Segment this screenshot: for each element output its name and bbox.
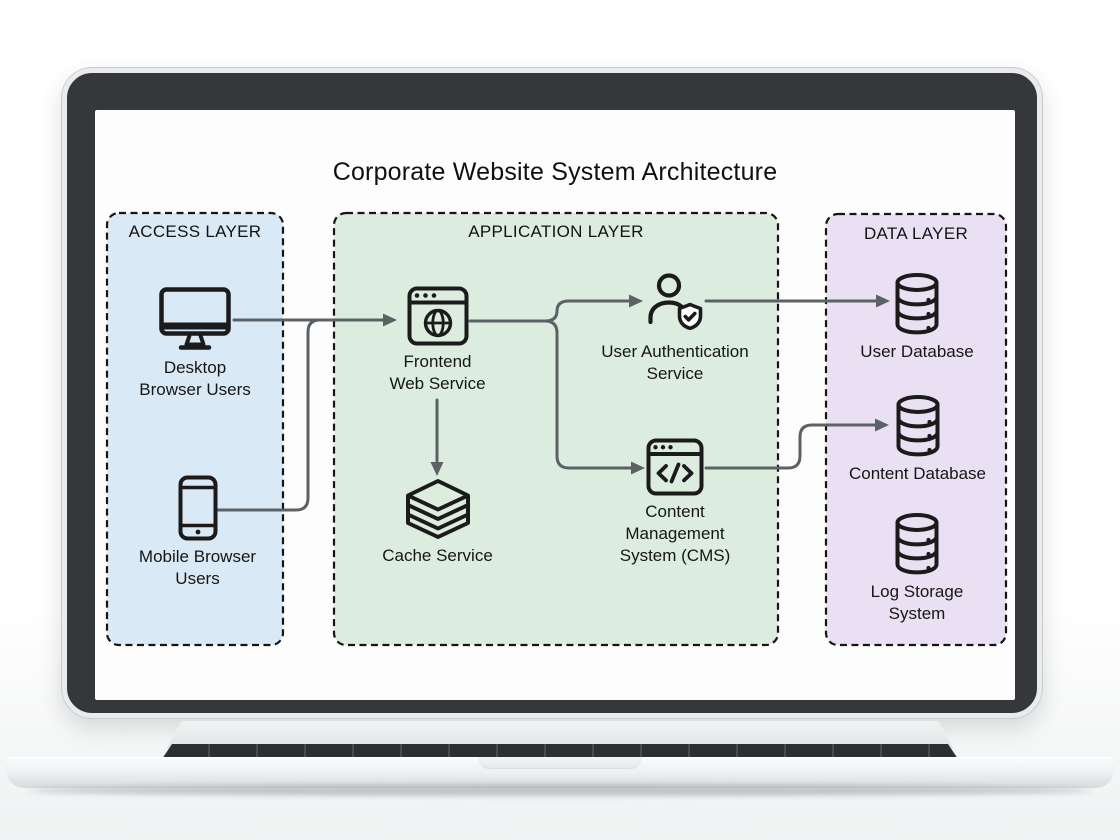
desktop-monitor-icon <box>159 287 231 350</box>
database-icon <box>895 513 939 575</box>
data-layer-panel <box>824 212 1008 647</box>
node-label: Log Storage System <box>870 582 964 623</box>
edges <box>216 299 878 512</box>
arrowhead <box>631 461 645 475</box>
node-label: Content Database <box>848 464 987 483</box>
arrowhead <box>383 313 397 327</box>
arrowhead <box>430 462 444 476</box>
node-label: User Authentication Service <box>601 342 749 383</box>
node-mobile-browser-users: Mobile Browser Users <box>125 475 270 590</box>
node-label: Frontend Web Service <box>389 352 486 393</box>
application-layer-header: APPLICATION LAYER <box>468 222 644 241</box>
node-log-storage-system: Log Storage System <box>852 512 982 625</box>
node-user-authentication-service: User Authentication Service <box>595 272 755 385</box>
database-icon <box>895 273 939 335</box>
edge-frontend-cms <box>543 319 633 470</box>
node-label: Content Management System (CMS) <box>619 502 731 565</box>
edge-cms-contentdb <box>704 423 877 470</box>
database-icon <box>896 395 939 457</box>
smartphone-icon <box>178 475 217 541</box>
node-label: Desktop Browser Users <box>139 358 251 399</box>
cache-stack-icon <box>405 479 470 539</box>
node-desktop-browser-users: Desktop Browser Users <box>130 286 260 401</box>
node-content-database: Content Database <box>845 394 990 485</box>
node-label: Cache Service <box>382 546 493 565</box>
edge-mobile-frontend <box>216 318 322 512</box>
laptop-trackpad-notch <box>478 757 642 769</box>
node-label: Mobile Browser Users <box>138 547 257 588</box>
arrowhead <box>876 294 890 308</box>
user-shield-check-icon <box>648 273 703 331</box>
node-user-database: User Database <box>852 272 982 363</box>
browser-globe-icon <box>407 286 468 346</box>
arrowheads <box>383 294 890 476</box>
node-frontend-web-service: Frontend Web Service <box>375 286 500 395</box>
node-cache-service: Cache Service <box>370 478 505 567</box>
node-content-management-system: Content Management System (CMS) <box>605 438 745 567</box>
laptop-shadow <box>28 785 1092 796</box>
edge-frontend-auth <box>543 299 631 323</box>
laptop-keyboard <box>162 744 958 759</box>
node-label: User Database <box>860 342 974 361</box>
diagram-title: Corporate Website System Architecture <box>332 158 778 186</box>
arrowhead <box>875 418 889 432</box>
arrowhead <box>629 294 643 308</box>
browser-code-icon <box>646 438 704 496</box>
access-layer-header: ACCESS LAYER <box>128 222 262 241</box>
data-layer-header: DATA LAYER <box>863 224 969 243</box>
